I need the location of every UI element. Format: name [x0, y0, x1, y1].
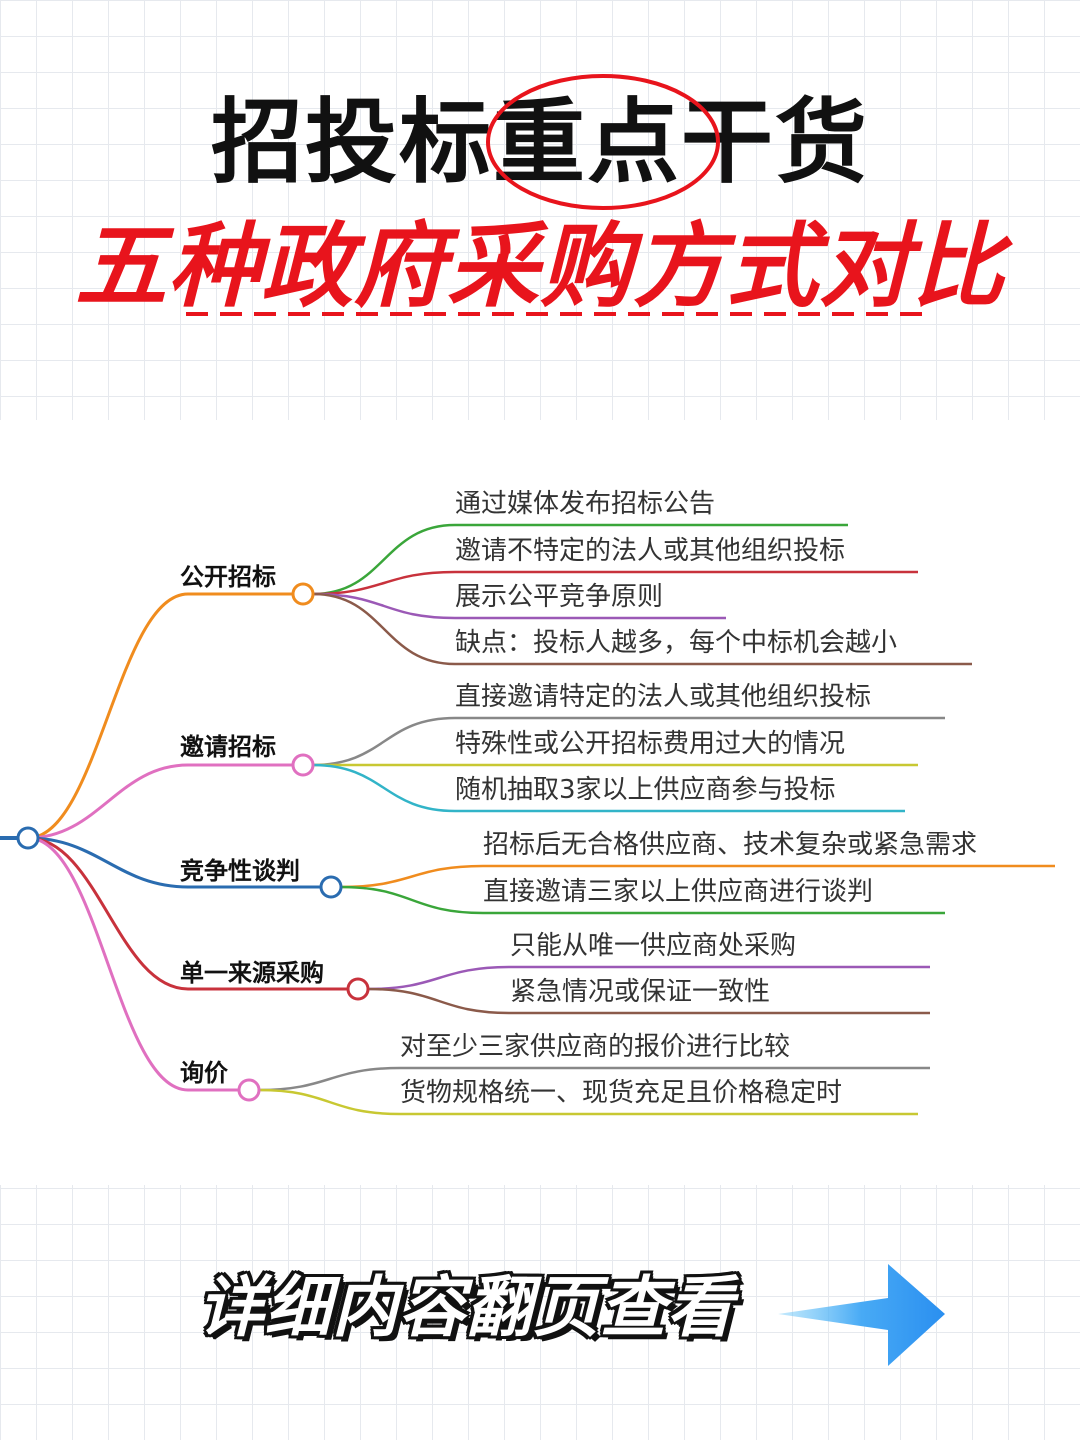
leaf-label-2-2: 特殊性或公开招标费用过大的情况: [455, 729, 846, 759]
branch-node-5: [237, 1078, 261, 1102]
branch-line-2: [27, 763, 293, 840]
root-node: [16, 826, 40, 850]
leaf-line-4-1: [367, 965, 930, 991]
highlight-circle: [486, 74, 720, 210]
branch-line-1: [27, 592, 293, 840]
branch-label-5: 询价: [180, 1059, 228, 1087]
branch-label-2: 邀请招标: [180, 733, 276, 761]
branch-label-1: 公开招标: [180, 563, 276, 591]
leaf-label-1-3: 展示公平竞争原则: [455, 582, 664, 612]
leaf-line-4-2: [367, 987, 930, 1015]
leaf-label-4-1: 只能从唯一供应商处采购: [510, 931, 797, 961]
leaf-line-1-2: [312, 570, 918, 596]
subtitle-dashed-underline: [186, 312, 924, 316]
page-title: 招投标重点干货: [210, 89, 869, 196]
branch-node-2: [291, 753, 315, 777]
footer-caption: 详细内容翻页查看: [198, 1269, 734, 1346]
branch-line-5: [27, 836, 239, 1092]
leaf-line-3-2: [340, 885, 945, 915]
branch-line-4: [27, 836, 348, 991]
leaf-line-1-1: [312, 523, 848, 596]
leaf-label-5-2: 货物规格统一、现货充足且价格稳定时: [400, 1078, 843, 1108]
leaf-label-1-2: 邀请不特定的法人或其他组织投标: [455, 536, 846, 566]
leaf-line-2-3: [312, 763, 905, 813]
branch-line-3: [27, 836, 321, 889]
leaf-label-2-1: 直接邀请特定的法人或其他组织投标: [455, 682, 872, 712]
leaf-label-2-3: 随机抽取3家以上供应商参与投标: [455, 775, 836, 805]
leaf-label-1-1: 通过媒体发布招标公告: [455, 489, 716, 519]
branch-node-1: [291, 582, 315, 606]
leaf-line-1-4: [312, 592, 972, 666]
branch-label-3: 竞争性谈判: [180, 857, 300, 885]
leaf-label-3-2: 直接邀请三家以上供应商进行谈判: [483, 877, 874, 907]
leaf-line-2-1: [312, 716, 945, 767]
leaf-line-5-2: [258, 1088, 918, 1116]
mindmap-panel: [0, 420, 1080, 1185]
leaf-label-1-4: 缺点：投标人越多，每个中标机会越小: [455, 628, 898, 658]
branch-node-4: [346, 977, 370, 1001]
branch-label-4: 单一来源采购: [180, 959, 324, 987]
page-subtitle: 五种政府采购方式对比: [74, 213, 1005, 320]
leaf-line-5-1: [258, 1066, 930, 1092]
branch-node-3: [319, 875, 343, 899]
leaf-label-4-2: 紧急情况或保证一致性: [510, 977, 771, 1007]
leaf-label-5-1: 对至少三家供应商的报价进行比较: [400, 1032, 791, 1062]
leaf-label-3-1: 招标后无合格供应商、技术复杂或紧急需求: [483, 830, 978, 860]
next-page-arrow-icon[interactable]: [770, 1256, 950, 1376]
leaf-line-1-3: [312, 592, 726, 620]
leaf-line-3-1: [340, 864, 1055, 889]
